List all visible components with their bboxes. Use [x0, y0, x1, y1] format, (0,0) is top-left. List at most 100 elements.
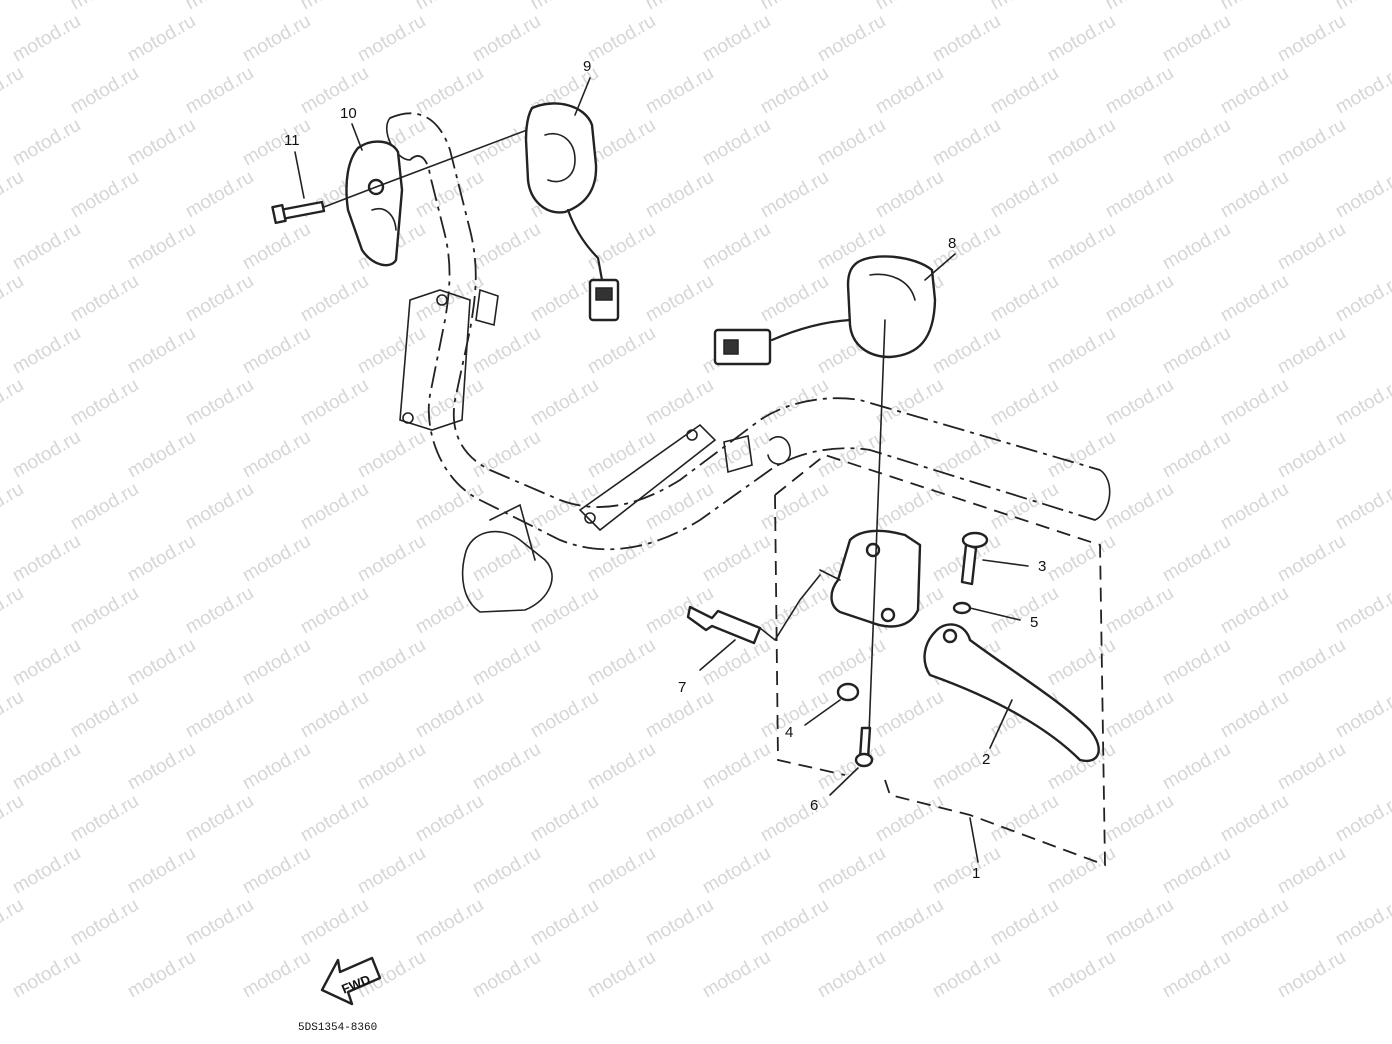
- watermark-text: motod.ru: [9, 11, 84, 67]
- watermark-text: motod.ru: [642, 375, 717, 431]
- watermark-text: motod.ru: [1332, 0, 1392, 14]
- watermark-text: motod.ru: [642, 0, 717, 14]
- watermark-text: motod.ru: [642, 479, 717, 535]
- watermark-text: motod.ru: [354, 11, 429, 67]
- watermark-text: motod.ru: [1332, 479, 1392, 535]
- watermark-text: motod.ru: [872, 687, 947, 743]
- watermark-text: motod.ru: [9, 739, 84, 795]
- watermark-text: motod.ru: [412, 63, 487, 119]
- watermark-text: motod.ru: [297, 375, 372, 431]
- watermark-text: motod.ru: [469, 843, 544, 899]
- watermark-text: motod.ru: [929, 11, 1004, 67]
- watermark-text: motod.ru: [527, 895, 602, 951]
- watermark-text: motod.ru: [699, 739, 774, 795]
- watermark-text: motod.ru: [297, 687, 372, 743]
- watermark-text: motod.ru: [9, 531, 84, 587]
- watermark-text: motod.ru: [297, 895, 372, 951]
- watermark-text: motod.ru: [757, 479, 832, 535]
- watermark-text: motod.ru: [182, 167, 257, 223]
- callout-4: 4: [785, 724, 793, 741]
- watermark-text: motod.ru: [1274, 635, 1349, 691]
- watermark-text: motod.ru: [124, 531, 199, 587]
- watermark-text: motod.ru: [354, 531, 429, 587]
- watermark-text: motod.ru: [1159, 947, 1234, 1003]
- watermark-text: motod.ru: [527, 479, 602, 535]
- watermark-text: motod.ru: [469, 531, 544, 587]
- watermark-text: motod.ru: [699, 843, 774, 899]
- watermark-text: motod.ru: [182, 63, 257, 119]
- part-6-bolt: [854, 726, 874, 768]
- watermark-text: motod.ru: [1274, 739, 1349, 795]
- watermark-text: motod.ru: [1332, 167, 1392, 223]
- watermark-text: motod.ru: [1159, 635, 1234, 691]
- watermark-text: motod.ru: [757, 167, 832, 223]
- watermark-text: motod.ru: [584, 531, 659, 587]
- watermark-text: motod.ru: [1159, 323, 1234, 379]
- watermark-text: motod.ru: [987, 791, 1062, 847]
- watermark-text: motod.ru: [469, 739, 544, 795]
- callout-7: 7: [678, 679, 686, 696]
- watermark-text: motod.ru: [584, 11, 659, 67]
- watermark-text: motod.ru: [757, 583, 832, 639]
- watermark-text: motod.ru: [0, 271, 27, 327]
- watermark-text: motod.ru: [814, 115, 889, 171]
- watermark-text: motod.ru: [67, 583, 142, 639]
- callout-11: 11: [284, 132, 300, 149]
- watermark-text: motod.ru: [814, 843, 889, 899]
- watermark-text: motod.ru: [239, 635, 314, 691]
- watermark-text: motod.ru: [67, 895, 142, 951]
- watermark-text: motod.ru: [67, 479, 142, 535]
- watermark-text: motod.ru: [9, 843, 84, 899]
- callout-3: 3: [1038, 558, 1046, 575]
- watermark-text: motod.ru: [9, 635, 84, 691]
- watermark-text: motod.ru: [239, 323, 314, 379]
- watermark-text: motod.ru: [412, 167, 487, 223]
- part-3-screw: [960, 531, 989, 586]
- callout-2: 2: [982, 751, 990, 768]
- watermark-text: motod.ru: [1102, 687, 1177, 743]
- watermark-text: motod.ru: [182, 583, 257, 639]
- watermark-text: motod.ru: [929, 427, 1004, 483]
- watermark-text: motod.ru: [297, 63, 372, 119]
- watermark-text: motod.ru: [124, 635, 199, 691]
- watermark-text: motod.ru: [872, 479, 947, 535]
- watermark-text: motod.ru: [1332, 583, 1392, 639]
- watermark-text: motod.ru: [987, 895, 1062, 951]
- watermark-text: motod.ru: [584, 739, 659, 795]
- watermark-text: motod.ru: [987, 271, 1062, 327]
- watermark-text: motod.ru: [67, 0, 142, 14]
- watermark-text: motod.ru: [182, 271, 257, 327]
- watermark-text: motod.ru: [1217, 479, 1292, 535]
- watermark-text: motod.ru: [1102, 63, 1177, 119]
- watermark-text: motod.ru: [1159, 11, 1234, 67]
- watermark-text: motod.ru: [699, 531, 774, 587]
- watermark-text: motod.ru: [1159, 739, 1234, 795]
- watermark-text: motod.ru: [0, 479, 27, 535]
- watermark-text: motod.ru: [182, 895, 257, 951]
- callout-5: 5: [1030, 614, 1038, 631]
- watermark-text: motod.ru: [872, 167, 947, 223]
- watermark-text: motod.ru: [929, 843, 1004, 899]
- watermark-text: motod.ru: [412, 0, 487, 14]
- watermark-text: motod.ru: [1332, 271, 1392, 327]
- callout-6: 6: [810, 797, 818, 814]
- watermark-text: motod.ru: [297, 583, 372, 639]
- watermark-text: motod.ru: [297, 271, 372, 327]
- watermark-text: motod.ru: [412, 375, 487, 431]
- watermark-text: motod.ru: [124, 947, 199, 1003]
- watermark-text: motod.ru: [527, 687, 602, 743]
- watermark-text: motod.ru: [239, 427, 314, 483]
- watermark-text: motod.ru: [757, 687, 832, 743]
- watermark-text: motod.ru: [124, 323, 199, 379]
- diagram-code: 5DS1354-8360: [298, 1022, 377, 1034]
- watermark-text: motod.ru: [182, 479, 257, 535]
- watermark-text: motod.ru: [1102, 271, 1177, 327]
- watermark-text: motod.ru: [1102, 167, 1177, 223]
- watermark-text: motod.ru: [1217, 0, 1292, 14]
- watermark-text: motod.ru: [1217, 167, 1292, 223]
- watermark-text: motod.ru: [0, 0, 27, 14]
- watermark-text: motod.ru: [1332, 895, 1392, 951]
- watermark-text: motod.ru: [1217, 271, 1292, 327]
- watermark-text: motod.ru: [1102, 583, 1177, 639]
- watermark-text: motod.ru: [239, 219, 314, 275]
